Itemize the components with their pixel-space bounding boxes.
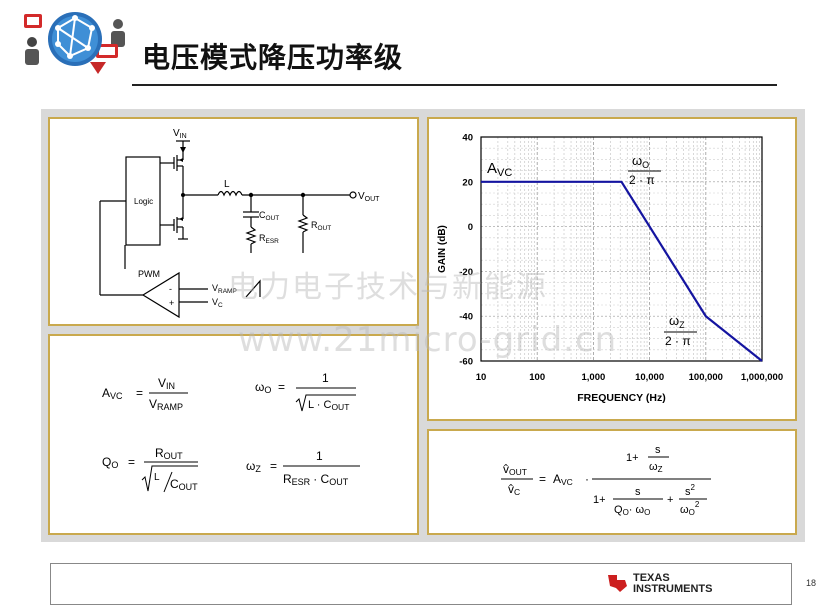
svg-text:=: = (278, 380, 285, 394)
svg-text:ωO: ωO (255, 380, 271, 395)
y-axis-label: GAIN (dB) (437, 225, 448, 273)
svg-text:COUT: COUT (170, 477, 198, 492)
svg-text:2 · π: 2 · π (665, 334, 691, 348)
svg-text:=: = (270, 459, 277, 473)
page-title: 电压模式降压功率级 (142, 41, 404, 74)
y-tick-label: -60 (459, 357, 473, 368)
svg-text:v̂C: v̂C (508, 482, 520, 497)
wo-equation: ωO = 1 L · COUT (255, 371, 356, 412)
x-tick-label: 100,000 (689, 372, 723, 383)
x-tick-label: 100 (529, 372, 545, 383)
logo (18, 6, 128, 86)
ti-logo-line1: TEXAS (633, 572, 670, 584)
watermark-url: www.21micro-grid.cn (238, 320, 618, 360)
y-tick-label: 0 (468, 222, 473, 233)
page-number: 18 (806, 578, 817, 588)
svg-text:v̂OUT: v̂OUT (503, 462, 527, 477)
rout-label: ROUT (311, 220, 331, 232)
ti-logo-icon (605, 572, 631, 599)
svg-text:1+: 1+ (626, 452, 639, 464)
gain-series-line (481, 180, 763, 362)
avc-annotation: AVC (487, 160, 512, 179)
y-tick-label: 20 (462, 177, 473, 188)
svg-text:VRAMP: VRAMP (149, 397, 183, 412)
svg-text:1: 1 (322, 371, 329, 385)
wz-equation: ωZ = 1 RESR· COUT (246, 449, 360, 487)
transfer-function: v̂OUT v̂C = AVC · 1+ s ωZ 1+ s QO· ωO + … (501, 444, 711, 517)
svg-text:=: = (128, 455, 135, 469)
svg-text:QO: QO (102, 455, 118, 470)
title-divider (132, 84, 777, 86)
svg-text:ωO: ωO (632, 153, 649, 170)
transfer-function-panel: v̂OUT v̂C = AVC · 1+ s ωZ 1+ s QO· ωO + … (427, 429, 797, 535)
vramp-label: VRAMP (212, 283, 237, 295)
cout-label: COUT (259, 210, 279, 222)
vin-label: VIN (173, 128, 187, 140)
inductor-label: L (224, 179, 230, 190)
svg-text:s: s (655, 444, 661, 456)
resr-label: RESR (259, 233, 279, 245)
qo-equation: QO = ROUT L COUT (102, 446, 198, 493)
plot-frame (480, 136, 763, 362)
svg-text:L: L (154, 472, 160, 483)
equations-panel: AVC = VIN VRAMP ωO = 1 L · COUT QO = ROU… (48, 334, 419, 535)
svg-text:=: = (539, 472, 546, 486)
svg-text:ROUT: ROUT (155, 446, 183, 461)
x-axis-label: FREQUENCY (Hz) (577, 392, 665, 404)
x-tick-label: 10 (476, 372, 487, 383)
y-tick-label: -20 (459, 267, 473, 278)
pwm-label: PWM (138, 269, 160, 279)
y-tick-label: 40 (462, 133, 473, 144)
watermark-text: 电力电子技术与新能源 (228, 270, 548, 305)
svg-text:·: · (585, 472, 589, 486)
x-tick-label: 1,000 (582, 372, 606, 383)
vc-label: VC (212, 297, 223, 309)
svg-text:RESR· COUT: RESR· COUT (283, 472, 349, 487)
schematic-panel: Logic VIN L COUT RESR ROUT VOUT PWM - + … (48, 117, 419, 326)
svg-text:1+: 1+ (593, 494, 606, 506)
svg-text:AVC: AVC (102, 386, 123, 401)
svg-text:+: + (667, 494, 673, 506)
svg-text:s2: s2 (685, 483, 696, 498)
logic-block-label: Logic (134, 197, 153, 206)
svg-text:L · COUT: L · COUT (308, 399, 349, 412)
svg-text:ωZ: ωZ (669, 313, 685, 330)
wo-annotation: ωO 2 · π (628, 153, 661, 187)
svg-text:QO· ωO: QO· ωO (614, 504, 650, 517)
x-tick-label: 1,000,000 (741, 372, 783, 383)
wz-annotation: ωZ 2 · π (664, 313, 697, 348)
buck-schematic: Logic VIN L COUT RESR ROUT VOUT PWM - + … (99, 128, 380, 319)
network-globe-icon (24, 12, 125, 74)
vout-label: VOUT (358, 191, 380, 203)
svg-text:s: s (635, 486, 641, 498)
svg-text:ωZ: ωZ (246, 459, 261, 474)
svg-text:AVC: AVC (553, 472, 573, 487)
y-tick-label: -40 (459, 312, 473, 323)
avc-equation: AVC = VIN VRAMP (102, 376, 188, 412)
svg-text:ωO2: ωO2 (680, 500, 700, 517)
minus-input-label: - (169, 284, 172, 294)
svg-text:ωZ: ωZ (649, 461, 663, 474)
ti-logo-line2: INSTRUMENTS (633, 583, 713, 595)
x-tick-label: 10,000 (635, 372, 664, 383)
plus-input-label: + (169, 298, 174, 308)
svg-text:=: = (136, 386, 143, 400)
equations: AVC = VIN VRAMP ωO = 1 L · COUT QO = ROU… (102, 371, 360, 493)
svg-text:2 · π: 2 · π (629, 173, 655, 187)
svg-text:VIN: VIN (158, 376, 175, 391)
ti-logo-text: TEXAS INSTRUMENTS (633, 573, 712, 595)
svg-text:1: 1 (316, 449, 323, 463)
